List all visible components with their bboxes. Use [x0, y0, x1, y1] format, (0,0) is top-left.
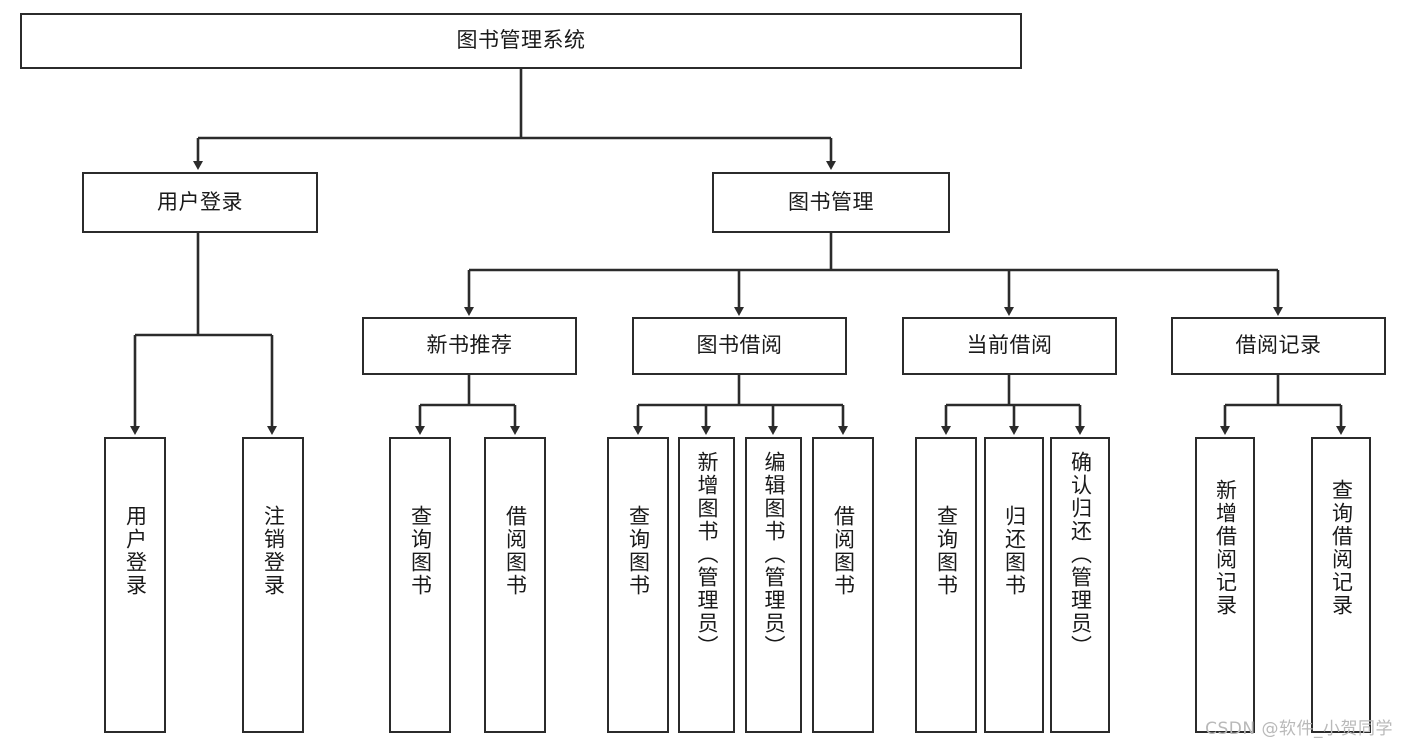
node-leaf-edit-book[interactable]: 编辑图书（管理员） — [745, 437, 802, 733]
node-borrow-record-label: 借阅记录 — [1235, 333, 1322, 358]
node-leaf-return-book[interactable]: 归还图书 — [984, 437, 1044, 733]
node-leaf-user-logout[interactable]: 注销登录 — [242, 437, 304, 733]
node-leaf-borrow-book-1[interactable]: 借阅图书 — [484, 437, 546, 733]
node-leaf-return-book-label: 归还图书 — [1002, 505, 1027, 597]
node-leaf-query-book-2[interactable]: 查询图书 — [607, 437, 669, 733]
node-leaf-query-book-1-label: 查询图书 — [408, 505, 433, 597]
node-leaf-confirm-return-label: 确认归还（管理员） — [1068, 451, 1093, 658]
node-root-label: 图书管理系统 — [456, 28, 586, 53]
node-book-borrow-label: 图书借阅 — [696, 333, 783, 358]
node-leaf-user-login[interactable]: 用户登录 — [104, 437, 166, 733]
node-leaf-edit-book-label: 编辑图书（管理员） — [761, 451, 786, 658]
node-borrow-record[interactable]: 借阅记录 — [1171, 317, 1386, 375]
node-leaf-confirm-return[interactable]: 确认归还（管理员） — [1050, 437, 1110, 733]
node-leaf-add-record-label: 新增借阅记录 — [1213, 479, 1238, 617]
node-new-book-rec-label: 新书推荐 — [426, 333, 513, 358]
node-leaf-borrow-book-1-label: 借阅图书 — [503, 505, 528, 597]
node-leaf-user-login-label: 用户登录 — [123, 505, 148, 597]
node-leaf-add-record[interactable]: 新增借阅记录 — [1195, 437, 1255, 733]
node-current-borrow[interactable]: 当前借阅 — [902, 317, 1117, 375]
node-leaf-query-book-3[interactable]: 查询图书 — [915, 437, 977, 733]
node-book-manage[interactable]: 图书管理 — [712, 172, 950, 233]
node-leaf-user-logout-label: 注销登录 — [261, 505, 286, 597]
node-user-login[interactable]: 用户登录 — [82, 172, 318, 233]
node-leaf-add-book[interactable]: 新增图书（管理员） — [678, 437, 735, 733]
node-leaf-query-record[interactable]: 查询借阅记录 — [1311, 437, 1371, 733]
node-book-manage-label: 图书管理 — [788, 189, 874, 214]
node-root[interactable]: 图书管理系统 — [20, 13, 1022, 69]
node-current-borrow-label: 当前借阅 — [966, 333, 1053, 358]
node-new-book-rec[interactable]: 新书推荐 — [362, 317, 577, 375]
watermark-text: CSDN @软件_小贺同学 — [1205, 719, 1393, 739]
node-book-borrow[interactable]: 图书借阅 — [632, 317, 847, 375]
node-user-login-label: 用户登录 — [157, 189, 243, 214]
node-leaf-query-book-2-label: 查询图书 — [626, 505, 651, 597]
node-leaf-query-book-3-label: 查询图书 — [934, 505, 959, 597]
node-leaf-borrow-book-2[interactable]: 借阅图书 — [812, 437, 874, 733]
node-leaf-add-book-label: 新增图书（管理员） — [694, 451, 719, 658]
node-leaf-borrow-book-2-label: 借阅图书 — [831, 505, 856, 597]
node-leaf-query-book-1[interactable]: 查询图书 — [389, 437, 451, 733]
node-leaf-query-record-label: 查询借阅记录 — [1329, 479, 1354, 617]
